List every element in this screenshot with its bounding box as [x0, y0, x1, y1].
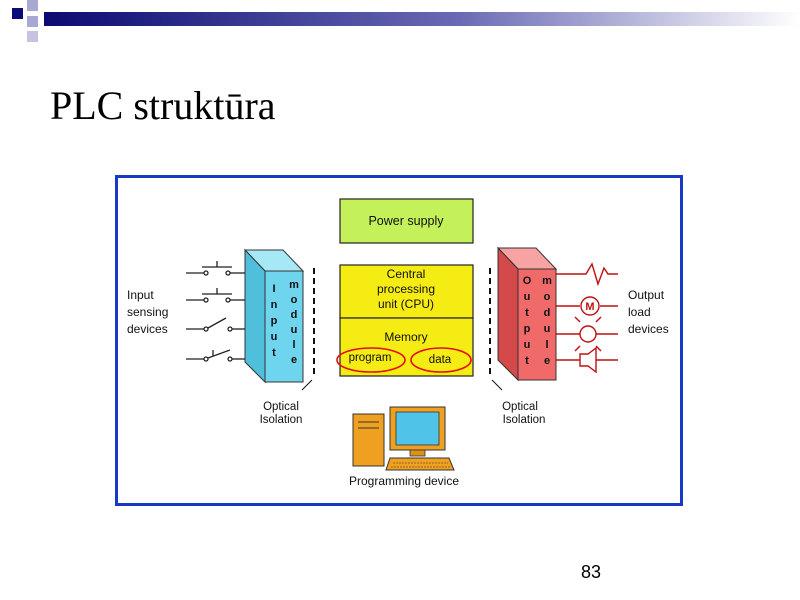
- output-module-letter2-2: d: [544, 307, 551, 319]
- optical-isolation-left-line-1: Optical: [263, 401, 299, 413]
- output-module-letter-5: t: [525, 355, 529, 367]
- output-module-front: [517, 268, 557, 381]
- output-module-letter2-3: u: [544, 323, 551, 335]
- power-supply-box: [339, 198, 474, 244]
- optical-isolation-right-line-2: Isolation: [503, 414, 546, 426]
- output-devices-label-line-2: load: [628, 305, 651, 319]
- input-module-letter2-2: d: [291, 309, 298, 321]
- output-module-letter2-1: o: [544, 291, 551, 303]
- page-number: 83: [581, 562, 602, 582]
- output-module-letter-2: t: [525, 307, 529, 319]
- input-module-letter-0: I: [272, 283, 275, 295]
- memory-box: [339, 317, 474, 377]
- cpu-label-line-3: unit (CPU): [378, 297, 434, 311]
- output-loads: [556, 262, 618, 374]
- horn-icon: [579, 346, 597, 374]
- memory-label: Memory: [384, 330, 427, 344]
- input-module-letter-4: t: [272, 347, 276, 359]
- optical-isolation-left-line-2: Isolation: [260, 414, 303, 426]
- computer-icon: [352, 406, 455, 471]
- output-devices-label-line-1: Output: [628, 288, 665, 302]
- corner-square-1: [12, 8, 23, 19]
- corner-square-2: [27, 0, 38, 11]
- input-module-letter-3: u: [271, 331, 278, 343]
- output-module-letter-3: p: [524, 323, 531, 335]
- motor-icon: [580, 296, 600, 316]
- output-module-letter-4: u: [524, 339, 531, 351]
- input-module-letter2-3: u: [291, 324, 298, 336]
- cpu-label-line-2: processing: [377, 282, 435, 296]
- output-module-letter2-4: l: [545, 339, 548, 351]
- input-module-letter2-1: o: [291, 294, 298, 306]
- computer-screen: [395, 411, 440, 446]
- optical-isolation-left-arrow: [301, 379, 313, 391]
- data-label: data: [429, 354, 452, 366]
- input-module-front: [264, 270, 304, 383]
- output-devices-label-line-3: devices: [628, 322, 669, 336]
- data-ellipse: [410, 347, 472, 373]
- program-ellipse: [336, 347, 406, 373]
- power-supply-label: Power supply: [368, 214, 444, 228]
- computer-tower: [352, 413, 385, 467]
- output-module-letter-1: u: [524, 291, 531, 303]
- cpu-label-line-1: Central: [387, 267, 426, 281]
- input-module-letter2-0: m: [289, 279, 299, 291]
- program-label: program: [349, 352, 392, 364]
- input-module-side: [244, 248, 266, 384]
- output-module-letter-0: O: [523, 275, 532, 287]
- input-module-letter-1: n: [271, 299, 278, 311]
- top-gradient-bar: [12, 0, 800, 42]
- output-module-side: [497, 246, 519, 382]
- input-switches: [186, 261, 245, 362]
- cpu-box: [339, 264, 474, 319]
- output-module-letter2-5: e: [544, 355, 550, 367]
- input-devices-label-line-3: devices: [127, 322, 168, 336]
- optical-isolation-right-arrow: [491, 379, 503, 391]
- motor-icon-label: M: [585, 301, 594, 313]
- slide-title: PLC struktūra: [50, 83, 276, 128]
- input-devices-label-line-2: sensing: [127, 305, 168, 319]
- plc-structure-diagram: Power supply Central processing unit (CP…: [115, 175, 683, 506]
- computer-keyboard: [385, 457, 455, 471]
- optical-isolation-right-line-1: Optical: [502, 401, 538, 413]
- corner-square-3: [27, 16, 38, 27]
- output-module-letter2-0: m: [542, 275, 552, 287]
- input-module-letter-2: p: [271, 315, 278, 327]
- input-module-letter2-4: l: [292, 339, 295, 351]
- programming-device-label: Programming device: [349, 474, 459, 488]
- input-module-letter2-5: e: [291, 354, 297, 366]
- input-devices-label-line-1: Input: [127, 288, 154, 302]
- corner-square-4: [27, 31, 38, 42]
- lamp-icon: [579, 325, 597, 343]
